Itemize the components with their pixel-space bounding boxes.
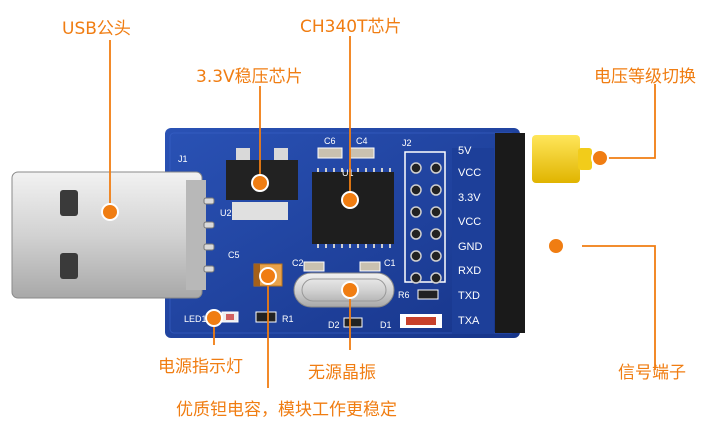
pin-label: VCC	[458, 167, 481, 179]
pin-label: TXA	[458, 315, 480, 327]
pin-label-area	[452, 148, 494, 334]
silk-d2: D2	[328, 320, 340, 330]
silk-c5: C5	[228, 250, 240, 260]
voltage-jumper	[532, 135, 592, 183]
silk-c2: C2	[292, 258, 304, 268]
pin-label: VCC	[458, 216, 481, 228]
silk-u1: U1	[342, 168, 354, 178]
callout-usb-plug: USB公头	[62, 19, 131, 39]
callout-regulator-chip: 3.3V稳压芯片	[196, 67, 303, 87]
pin-label: 5V	[458, 145, 472, 157]
silk-c1: C1	[384, 258, 396, 268]
callout-voltage-switch: 电压等级切换	[594, 67, 696, 87]
callout-ch340t-chip: CH340T芯片	[300, 17, 402, 37]
callout-dots	[101, 149, 609, 327]
pin-label: TXD	[458, 290, 480, 302]
silk-j1: J1	[178, 154, 188, 164]
smd-capacitors-crystal	[303, 261, 381, 272]
callout-signal-header: 信号端子	[618, 363, 686, 383]
pin-label: 3.3V	[458, 192, 481, 204]
silk-c6: C6	[324, 136, 336, 146]
silk-u2: U2	[220, 208, 232, 218]
callout-power-led: 电源指示灯	[158, 357, 243, 377]
callout-tantalum-capacitor: 优质钽电容，模块工作更稳定	[176, 400, 397, 420]
silk-r1: R1	[282, 314, 294, 324]
silk-c4: C4	[356, 136, 368, 146]
pin-label: RXD	[458, 265, 481, 277]
usb-plug	[11, 171, 215, 299]
silk-d1: D1	[380, 320, 392, 330]
silk-led1: LED1	[184, 314, 207, 324]
silk-r6: R6	[398, 290, 410, 300]
board-silkscreen: J1 U2 C6 C4 U1 J2 C5 C2 C1 R6 D2 D1 LED1…	[178, 136, 412, 330]
pin-label: GND	[458, 241, 483, 253]
silk-j2: J2	[402, 138, 412, 148]
signal-header-pins	[495, 133, 582, 333]
smd-parts-bottom	[343, 289, 442, 328]
pin-labels: 5V VCC 3.3V VCC GND RXD TXD TXA	[458, 145, 483, 327]
callout-crystal: 无源晶振	[308, 363, 376, 383]
j2-header	[404, 151, 446, 284]
callout-leaders	[109, 36, 656, 388]
